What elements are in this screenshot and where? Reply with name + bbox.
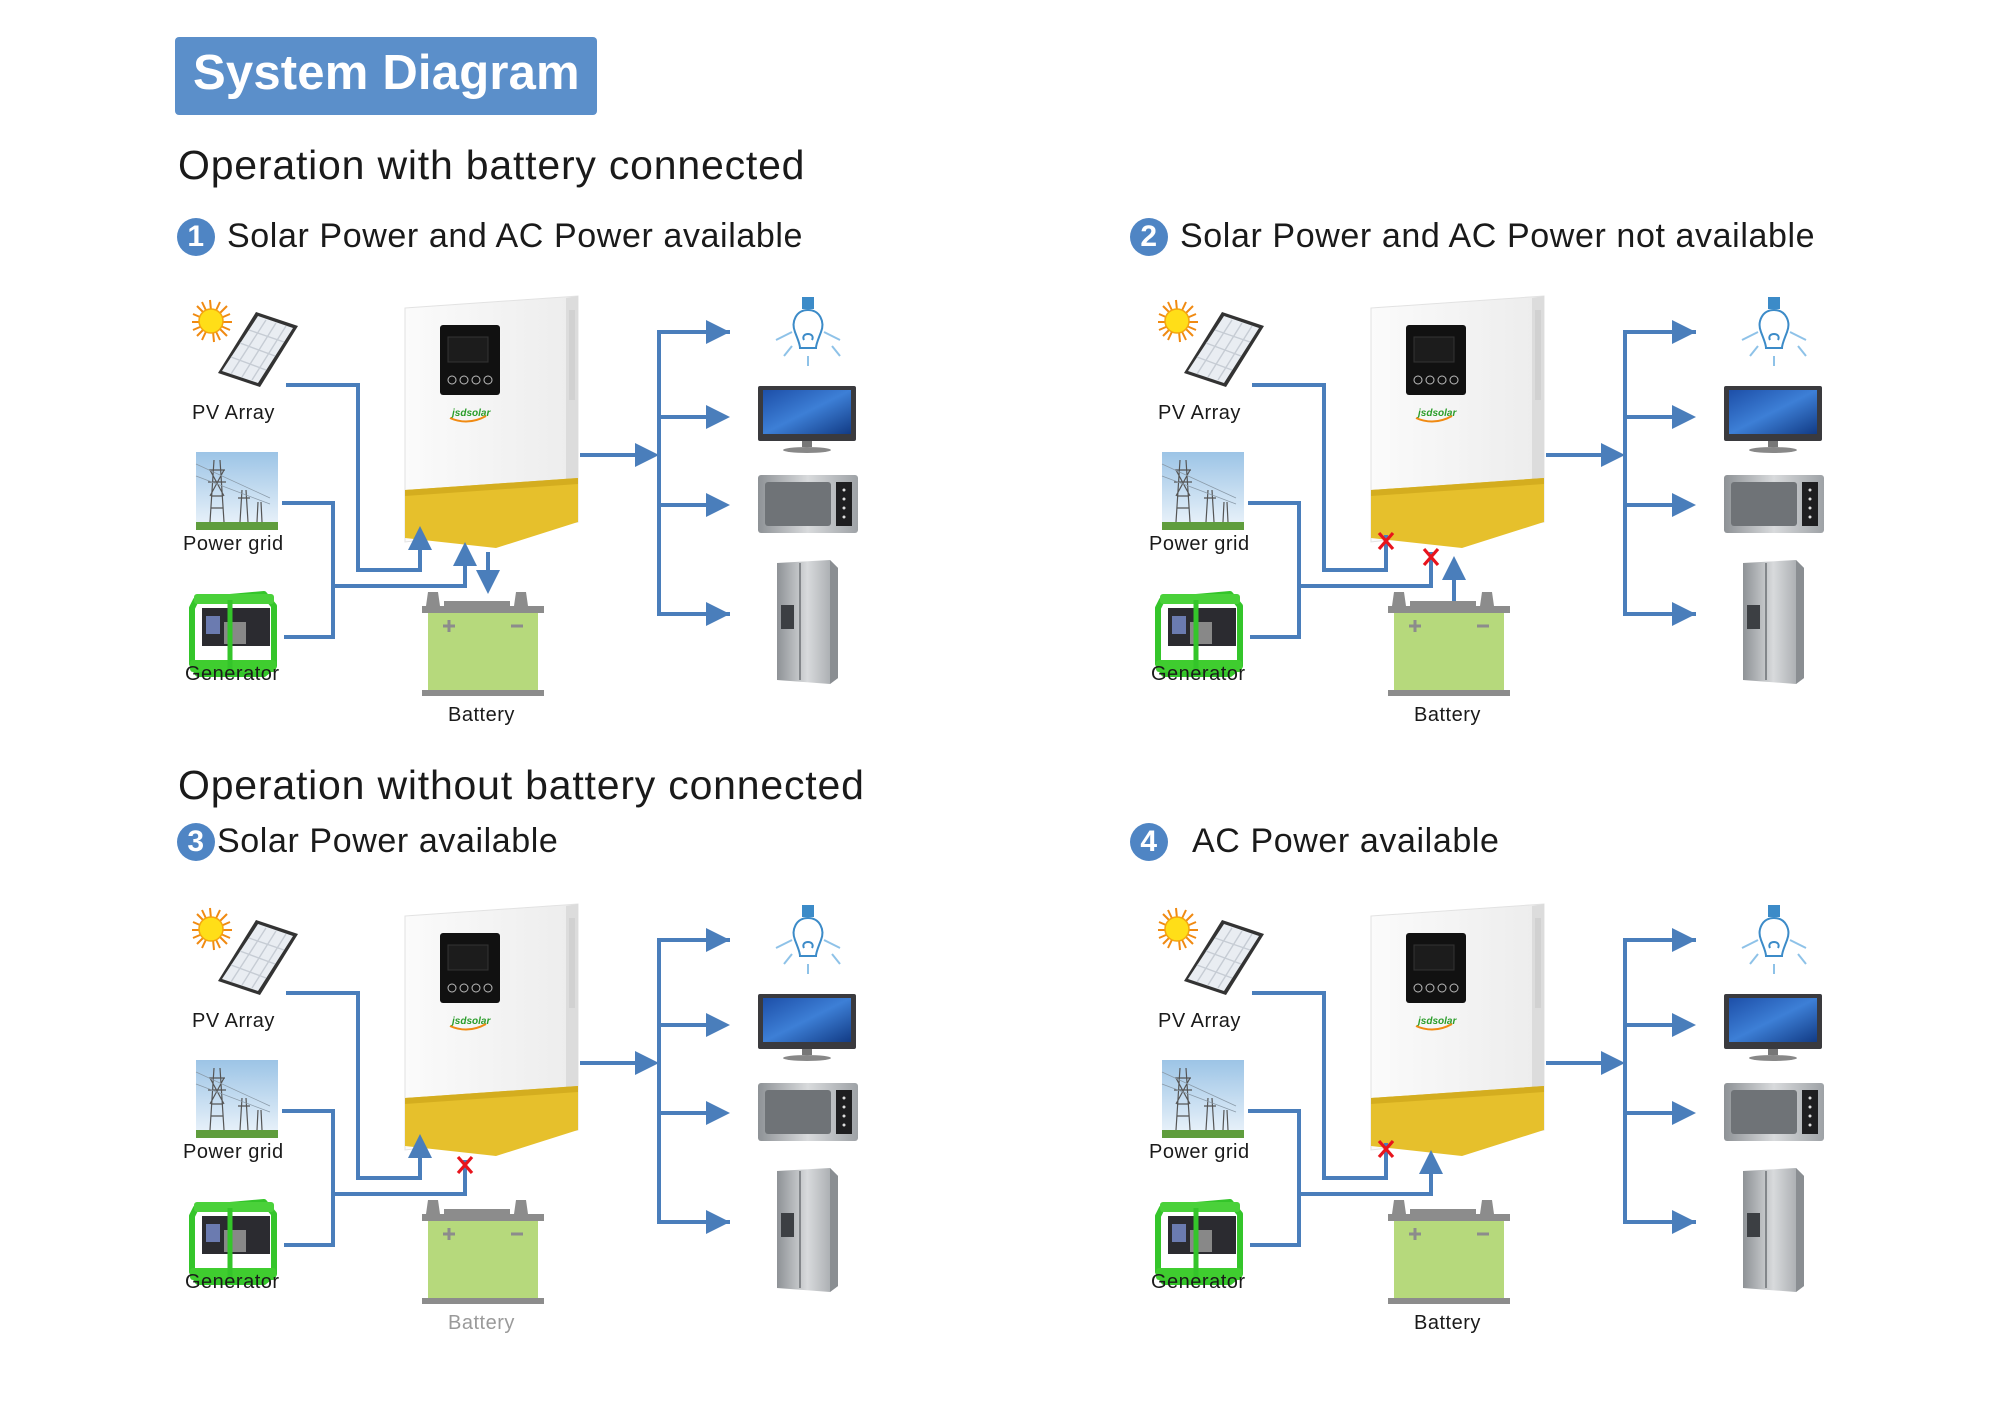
system-diagram: PV Array Power grid Generator jsdsolar bbox=[1149, 295, 1824, 726]
battery-label: Battery bbox=[448, 704, 515, 726]
generator-icon bbox=[1155, 591, 1243, 677]
generator-label: Generator bbox=[1151, 1271, 1246, 1293]
pv-array-label: PV Array bbox=[1158, 402, 1241, 424]
step-badge: 4 bbox=[1130, 822, 1168, 861]
diagram-panel-4: PV Array Power grid Generator jsdsolar bbox=[1146, 898, 1906, 1358]
microwave-icon bbox=[1724, 1083, 1824, 1141]
power-grid-icon bbox=[1161, 452, 1244, 530]
light-bulb-icon bbox=[775, 297, 841, 366]
inverter-icon: jsdsolar bbox=[1370, 903, 1545, 1156]
tv-icon bbox=[1724, 386, 1822, 453]
generator-icon bbox=[1155, 1199, 1243, 1285]
tv-icon bbox=[758, 386, 856, 453]
diagram-panel-1: PV Array Power grid Generator jsdsolar bbox=[180, 290, 940, 750]
pv-array-icon bbox=[192, 299, 298, 387]
generator-label: Generator bbox=[185, 663, 280, 685]
system-diagram: PV Array Power grid Generator jsdsolar bbox=[1149, 903, 1824, 1334]
power-grid-label: Power grid bbox=[183, 1141, 284, 1163]
pv-connection bbox=[1252, 383, 1388, 572]
power-grid-label: Power grid bbox=[1149, 533, 1250, 555]
output-bus bbox=[1546, 928, 1696, 1234]
microwave-icon bbox=[1724, 475, 1824, 533]
microwave-icon bbox=[758, 1083, 858, 1141]
caption-text: Solar Power available bbox=[217, 822, 559, 860]
pv-array-label: PV Array bbox=[1158, 1010, 1241, 1032]
generator-icon bbox=[189, 1199, 277, 1285]
diagram-panel-3: PV Array Power grid Generator jsdsolar bbox=[180, 898, 940, 1358]
ac-blocked-mark bbox=[456, 1155, 474, 1175]
pv-connection bbox=[286, 383, 432, 572]
ac-connection bbox=[1248, 501, 1433, 639]
generator-label: Generator bbox=[185, 1271, 280, 1293]
inverter-icon: jsdsolar bbox=[404, 295, 579, 548]
inverter-brand: jsdsolar bbox=[450, 408, 491, 419]
refrigerator-icon bbox=[1743, 1168, 1804, 1292]
pv-connection bbox=[286, 991, 432, 1180]
battery-icon bbox=[1388, 592, 1510, 696]
refrigerator-icon bbox=[777, 560, 838, 684]
output-bus bbox=[580, 320, 730, 626]
inverter-icon: jsdsolar bbox=[1370, 295, 1545, 548]
ac-connection bbox=[282, 501, 477, 639]
battery-label: Battery bbox=[448, 1312, 515, 1334]
light-bulb-icon bbox=[775, 905, 841, 974]
section-title-with-battery: Operation with battery connected bbox=[178, 142, 806, 188]
generator-label: Generator bbox=[1151, 663, 1246, 685]
pv-blocked-mark bbox=[1377, 1139, 1395, 1159]
power-grid-icon bbox=[1161, 1060, 1244, 1138]
pv-array-icon bbox=[192, 907, 298, 995]
inverter-brand: jsdsolar bbox=[1416, 408, 1457, 419]
step-badge: 3 bbox=[177, 822, 215, 861]
generator-icon bbox=[189, 591, 277, 677]
panel-caption-3: 3 Solar Power available bbox=[177, 822, 558, 861]
system-diagram: PV Array Power grid Generator jsdsolar bbox=[183, 295, 858, 726]
battery-icon bbox=[422, 592, 544, 696]
panel-caption-1: 1 Solar Power and AC Power available bbox=[177, 217, 803, 256]
power-grid-label: Power grid bbox=[183, 533, 284, 555]
pv-array-label: PV Array bbox=[192, 402, 275, 424]
inverter-brand: jsdsolar bbox=[450, 1016, 491, 1027]
pv-array-label: PV Array bbox=[192, 1010, 275, 1032]
title-banner: System Diagram bbox=[175, 37, 597, 115]
ac-connection bbox=[1248, 1109, 1443, 1247]
power-grid-icon bbox=[195, 452, 278, 530]
system-diagram: PV Array Power grid Generator jsdsolar bbox=[183, 903, 858, 1334]
inverter-icon: jsdsolar bbox=[404, 903, 579, 1156]
battery-label: Battery bbox=[1414, 704, 1481, 726]
output-bus bbox=[1546, 320, 1696, 626]
panel-caption-2: 2 Solar Power and AC Power not available bbox=[1130, 217, 1815, 256]
output-bus bbox=[580, 928, 730, 1234]
refrigerator-icon bbox=[777, 1168, 838, 1292]
inverter-brand: jsdsolar bbox=[1416, 1016, 1457, 1027]
step-badge: 1 bbox=[177, 217, 215, 256]
pv-array-icon bbox=[1158, 299, 1264, 387]
ac-blocked-mark bbox=[1422, 547, 1440, 567]
page-title: System Diagram bbox=[193, 46, 580, 100]
battery-icon bbox=[422, 1200, 544, 1304]
pv-connection bbox=[1252, 991, 1388, 1180]
light-bulb-icon bbox=[1741, 905, 1807, 974]
power-grid-label: Power grid bbox=[1149, 1141, 1250, 1163]
power-grid-icon bbox=[195, 1060, 278, 1138]
pv-blocked-mark bbox=[1377, 531, 1395, 551]
pv-array-icon bbox=[1158, 907, 1264, 995]
step-badge: 2 bbox=[1130, 217, 1168, 256]
caption-text: AC Power available bbox=[1192, 822, 1500, 860]
light-bulb-icon bbox=[1741, 297, 1807, 366]
tv-icon bbox=[758, 994, 856, 1061]
battery-icon bbox=[1388, 1200, 1510, 1304]
tv-icon bbox=[1724, 994, 1822, 1061]
diagram-panel-2: PV Array Power grid Generator jsdsolar bbox=[1146, 290, 1906, 750]
battery-label: Battery bbox=[1414, 1312, 1481, 1334]
microwave-icon bbox=[758, 475, 858, 533]
section-title-without-battery: Operation without battery connected bbox=[178, 762, 865, 808]
refrigerator-icon bbox=[1743, 560, 1804, 684]
ac-connection bbox=[282, 1109, 467, 1247]
caption-text: Solar Power and AC Power not available bbox=[1180, 217, 1816, 255]
panel-caption-4: 4 AC Power available bbox=[1130, 822, 1500, 861]
caption-text: Solar Power and AC Power available bbox=[227, 217, 804, 255]
